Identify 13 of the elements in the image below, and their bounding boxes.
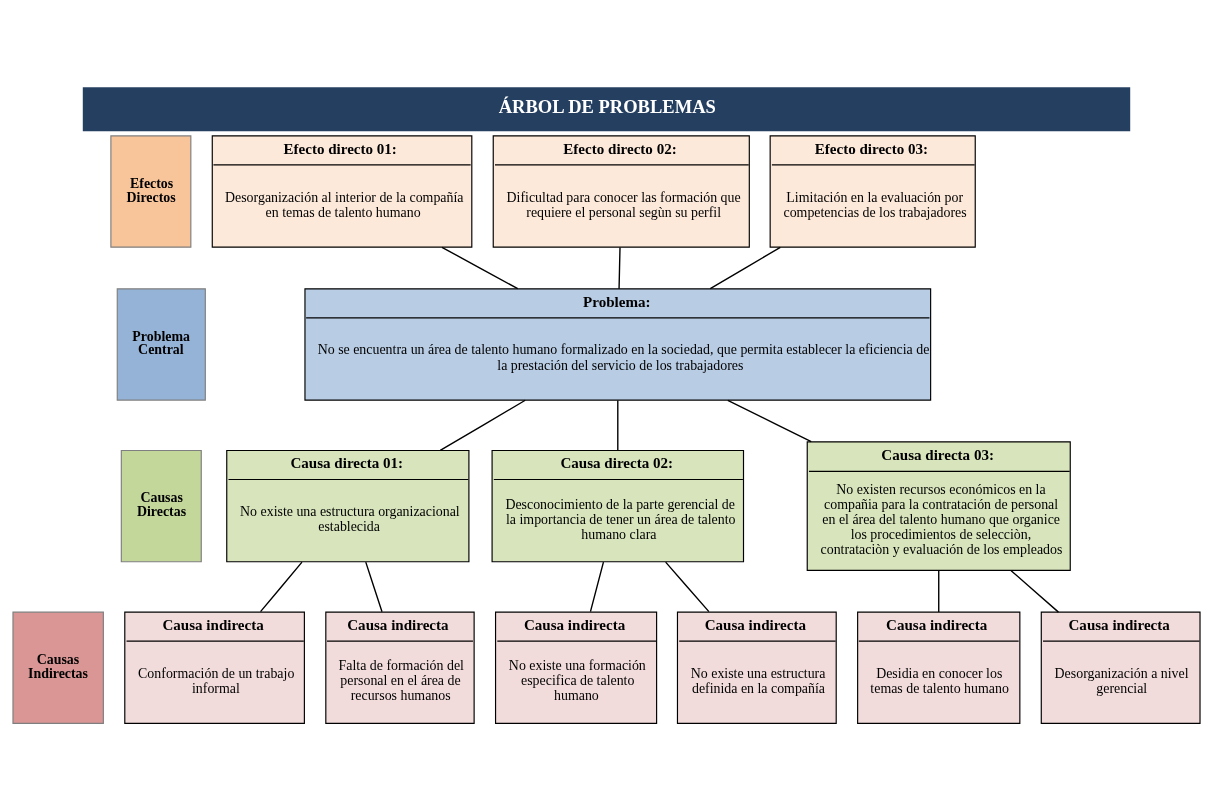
connector [709,246,781,290]
connector [589,561,605,613]
connector [439,399,526,452]
connector [259,561,303,613]
diagram-title: ÁRBOL DE PROBLEMAS [498,95,716,117]
connector [664,561,710,613]
connector [618,246,621,290]
connector [365,561,383,613]
connector [727,399,812,443]
connector [1010,570,1060,613]
connector [441,246,519,290]
connector [938,570,940,613]
connector [617,399,619,451]
